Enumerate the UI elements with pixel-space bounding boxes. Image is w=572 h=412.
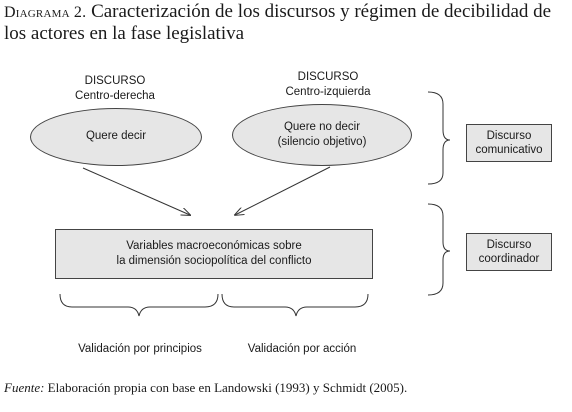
source-note: Fuente: Elaboración propia con base en L…	[4, 380, 407, 396]
right-ellipse-line2: (silencio objetivo)	[277, 136, 367, 148]
validation-principles-label: Validación por principios	[78, 343, 202, 355]
coordinating-box-line1: Discurso	[486, 239, 532, 251]
left-ellipse-text: Quere decir	[85, 130, 147, 142]
communicative-discourse-box: Discurso comunicativo	[466, 124, 552, 162]
left-discourse-subheading: Centro-derecha	[75, 90, 155, 102]
source-label: Fuente:	[4, 380, 45, 395]
center-box-line1: Variables macroeconómicas sobre	[126, 240, 302, 252]
diagram-title: Diagrama 2. Caracterización de los discu…	[4, 1, 570, 44]
coordinating-box-line2: coordinador	[478, 253, 540, 265]
communicative-box-line1: Discurso	[486, 130, 532, 142]
validation-action-label: Validación por acción	[247, 343, 357, 355]
diagram-title-text: Caracterización de los discursos y régim…	[4, 1, 552, 44]
right-arrow	[235, 166, 331, 215]
communicative-box-line2: comunicativo	[475, 144, 543, 156]
bottom-brace	[427, 203, 451, 296]
left-discourse-ellipse: Quere decir	[30, 108, 202, 166]
bottom-right-brace	[221, 293, 369, 317]
left-discourse-heading: DISCURSO	[84, 75, 146, 87]
right-discourse-heading: DISCURSO	[297, 71, 359, 83]
top-brace	[427, 91, 451, 185]
right-discourse-ellipse: Quere no decir (silencio objetivo)	[232, 104, 412, 166]
coordinating-discourse-box: Discurso coordinador	[466, 233, 552, 271]
left-arrow	[82, 167, 190, 215]
center-box: Variables macroeconómicas sobre la dimen…	[55, 229, 373, 279]
diagram-number: Diagrama 2.	[4, 4, 87, 21]
right-ellipse-line1: Quere no decir	[283, 121, 361, 133]
source-text: Elaboración propia con base en Landowski…	[44, 380, 408, 395]
center-box-line2: la dimensión sociopolítica del conflicto	[116, 255, 312, 267]
bottom-left-brace	[59, 293, 219, 317]
right-discourse-subheading: Centro-izquierda	[285, 86, 371, 98]
